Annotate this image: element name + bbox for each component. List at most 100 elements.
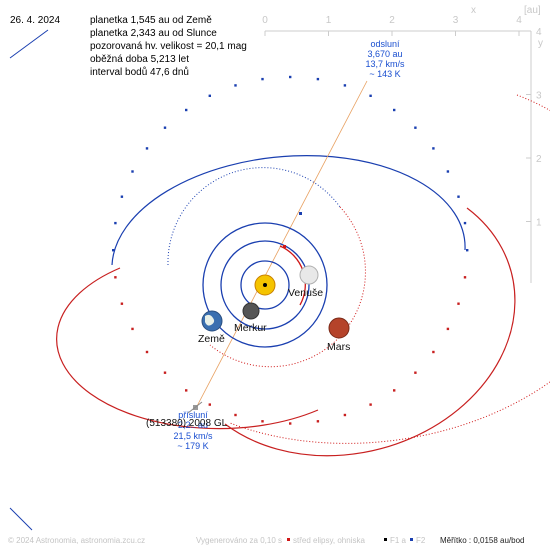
aphelion-info: odsluní 3,670 au 13,7 km/s ~ 143 K (365, 39, 405, 79)
mercury-orbit (240, 260, 290, 310)
y-tick-label: 4 (536, 27, 542, 38)
orbit-dot (261, 420, 264, 423)
venus-icon (299, 265, 319, 285)
x-tick-label: 1 (326, 15, 332, 26)
planet-mars: Mars (327, 317, 350, 353)
sun-center-dot (263, 283, 267, 287)
info-interval: interval bodů 47,6 dnů (90, 66, 189, 78)
info-distance-earth: planetka 1,545 au od Země (90, 15, 212, 26)
orbit-dot (289, 75, 292, 79)
asteroid-orbit-red-lower (56, 267, 319, 430)
orbit-dot (369, 403, 372, 406)
footer-copyright: © 2024 Astronomia, astronomia.zcu.cz (8, 536, 145, 545)
mars-orbit-red (209, 206, 366, 368)
orbit-dot (463, 276, 467, 279)
earth-label: Země (198, 333, 225, 345)
orbit-dot (131, 327, 134, 331)
perihelion-info: přísluní 2,2.. au 21,5 km/s ~ 179 K (173, 410, 213, 451)
info-period: oběžná doba 5,213 let (90, 54, 189, 65)
orbit-dot (316, 420, 320, 423)
asteroid-name-label: (513380) 2008 GL (146, 418, 228, 429)
focus-marker-red (283, 245, 286, 248)
orbit-dot (114, 276, 117, 279)
planet-mercury: Merkur (234, 302, 267, 334)
date-label: 26. 4. 2024 (10, 15, 60, 26)
legend-center-marker (287, 538, 290, 541)
earth-orbit (202, 222, 328, 348)
orbit-dot (208, 94, 211, 97)
orbit-dot (343, 84, 347, 87)
orbit-dot (457, 195, 460, 198)
orbit-dot (432, 147, 435, 150)
orbit-dot (446, 170, 450, 173)
orbit-dot (432, 350, 435, 354)
orbit-dot (145, 147, 149, 150)
x-tick-label: 4 (516, 15, 522, 26)
orbit-dot (289, 422, 292, 425)
orbit-position-dots (112, 75, 469, 425)
ellipse-center-marker (299, 212, 302, 215)
orbit-dot (163, 371, 167, 374)
apsides-line (194, 80, 368, 411)
y-axis-name: y (538, 38, 543, 49)
orbit-dot (163, 126, 167, 129)
aphelion-speed: 13,7 km/s (365, 59, 405, 69)
scale-bar-top-left (9, 29, 49, 59)
orbit-dot (414, 371, 417, 374)
x-axis-name: x (471, 5, 476, 16)
orbit-dot (463, 221, 467, 225)
orbit-dot (114, 221, 117, 225)
orbit-dot (414, 126, 417, 129)
venus-label: Venuše (288, 287, 323, 299)
earth-cloud-shape (205, 314, 215, 326)
orbit-dot (343, 413, 347, 417)
orbit-dot (234, 84, 237, 87)
axis-unit-label: [au] (524, 5, 541, 16)
asteroid-tail (187, 401, 203, 414)
x-tick-label: 2 (389, 15, 395, 26)
orbit-dot (234, 413, 237, 417)
y-tick-label: 3 (536, 91, 542, 102)
orbit-dot (112, 249, 115, 252)
footer-bar: © 2024 Astronomia, astronomia.zcu.cz Vyg… (8, 536, 525, 545)
scale-bar-bottom-left (9, 507, 33, 531)
asteroid-orbit-far-dotted (229, 94, 550, 444)
orbit-dot (369, 94, 372, 97)
orbit-dot (457, 302, 460, 305)
orbit-dot (466, 249, 469, 252)
info-magnitude: pozorovaná hv. velikost = 20,1 mag (90, 41, 247, 52)
legend-f1-marker (384, 538, 387, 541)
asteroid-orbit-red-arc (224, 207, 516, 457)
aphelion-title: odsluní (370, 39, 400, 49)
planet-venus: Venuše (288, 265, 323, 299)
footer-legend-center: střed elipsy, ohniska (293, 536, 365, 545)
orbit-dot (185, 108, 188, 112)
orbit-dot (208, 403, 211, 406)
asteroid-marker (187, 401, 203, 414)
orbit-dot (393, 389, 396, 392)
perihelion-distance: 2,2.. au (178, 420, 208, 430)
perihelion-temperature: ~ 179 K (177, 441, 208, 451)
legend-f2-marker (410, 538, 413, 541)
planet-earth: Země (198, 310, 225, 345)
asteroid-orbit (56, 75, 550, 457)
perihelion-speed: 21,5 km/s (173, 431, 213, 441)
venus-orbit (220, 240, 310, 330)
aphelion-distance: 3,670 au (367, 49, 402, 59)
perihelion-title: přísluní (178, 410, 208, 420)
aphelion-temperature: ~ 143 K (369, 69, 400, 79)
orbit-dot (261, 77, 264, 81)
mercury-icon (242, 302, 260, 320)
x-tick-label: 0 (262, 15, 268, 26)
orbit-dot (393, 108, 396, 112)
footer-scale: Měřítko : 0,0158 au/bod (440, 536, 525, 545)
info-distance-sun: planetka 2,343 au od Slunce (90, 28, 217, 39)
orbit-dot (446, 327, 450, 331)
mercury-label: Merkur (234, 322, 267, 334)
orbit-dot (316, 77, 320, 81)
mars-label: Mars (327, 341, 350, 353)
mars-icon (328, 317, 350, 339)
